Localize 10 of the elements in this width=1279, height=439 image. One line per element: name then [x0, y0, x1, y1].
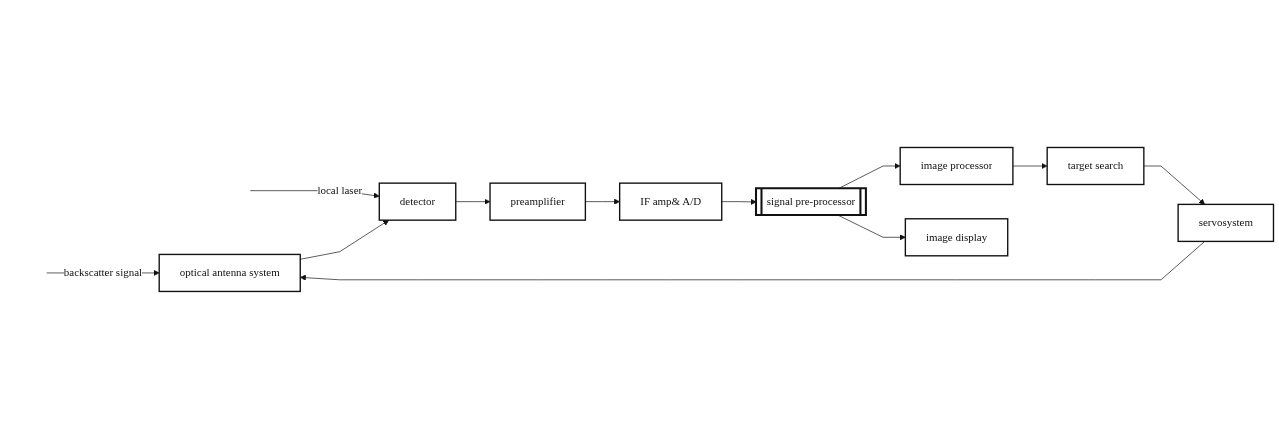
node-box: target search	[1046, 146, 1145, 186]
node-box: optical antenna system	[158, 253, 301, 293]
node-box: image processor	[899, 146, 1014, 186]
node-box: preamplifier	[489, 182, 587, 221]
node-box: servosystem	[1177, 203, 1275, 243]
node-box: detector	[378, 182, 457, 221]
edge-label: backscatter signal	[63, 266, 143, 279]
edge-label: local laser	[317, 184, 363, 197]
node-box: image display	[904, 218, 1009, 257]
node-box: IF amp& A/D	[618, 182, 723, 221]
